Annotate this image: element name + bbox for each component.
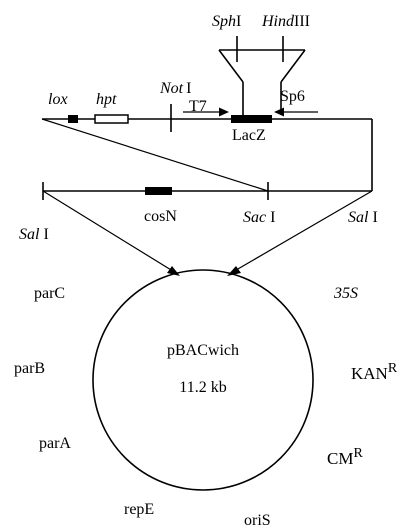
parb-label: parB (14, 360, 45, 377)
lacz-gene (231, 115, 272, 123)
sphi-label: SphI (212, 13, 241, 30)
right-ligation-arrow-line (230, 190, 373, 274)
cosn-label: cosN (144, 208, 177, 225)
multiple-cloning-site-funnel (218, 49, 306, 115)
lox-site (68, 115, 78, 123)
oris-label: oriS (244, 512, 271, 529)
plasmid-circle (92, 269, 314, 491)
insertion-guide-line (41, 118, 269, 192)
t7-label: T7 (189, 98, 207, 115)
lox-label: lox (48, 91, 68, 108)
cosn-site (145, 187, 172, 195)
sp6-label: Sp6 (280, 88, 305, 105)
left-ligation-arrow-line (42, 190, 177, 274)
cmr-label: CMR (327, 446, 363, 468)
hpt-label: hpt (96, 91, 117, 108)
repe-label: repE (124, 501, 154, 518)
plasmid-map: pBACwich 11.2 kb parC parB parA repE ori… (14, 269, 398, 529)
lacz-label: LacZ (232, 127, 266, 144)
ligation-arrows (42, 190, 373, 276)
para-label: parA (39, 435, 71, 452)
sp6-arrowhead (274, 107, 284, 117)
t7-arrowhead (219, 107, 229, 117)
plasmid-name: pBACwich (167, 342, 239, 359)
parc-label: parC (34, 285, 65, 302)
hpt-gene (94, 114, 129, 124)
promoter-35s-label: 35S (333, 285, 358, 302)
hindiii-label: HindIII (261, 13, 310, 30)
kanr-label: KANR (351, 361, 398, 383)
plasmid-size: 11.2 kb (179, 379, 226, 396)
